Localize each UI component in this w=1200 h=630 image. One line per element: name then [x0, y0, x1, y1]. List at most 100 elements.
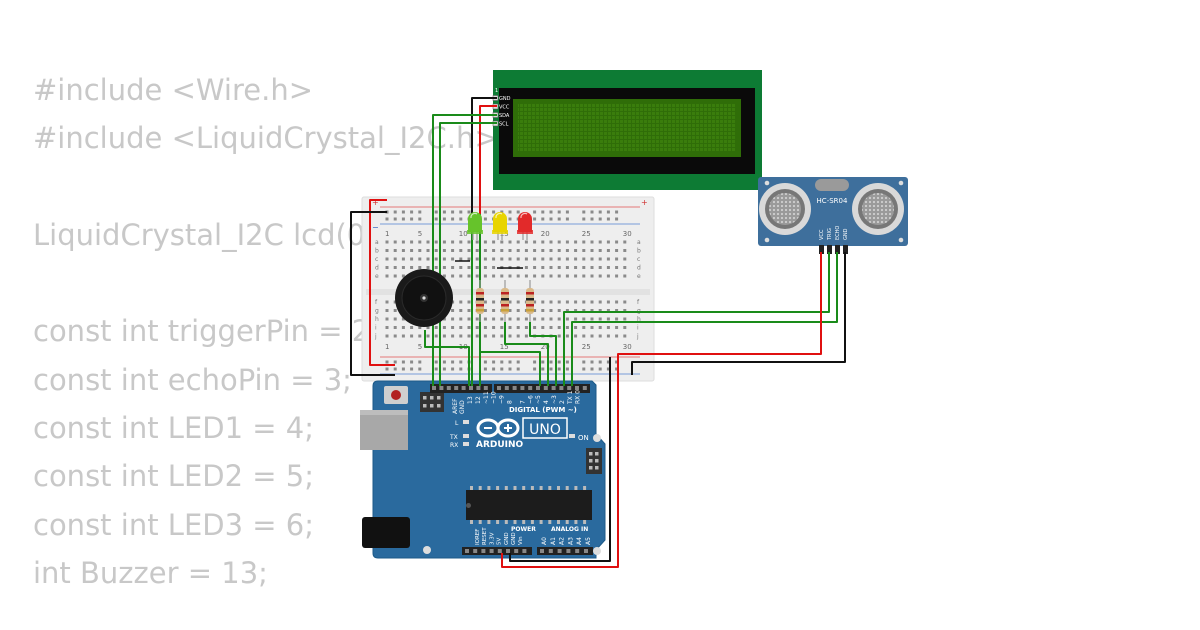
breadboard-hole [385, 360, 389, 364]
breadboard-hole [557, 317, 561, 321]
column-label: 30 [623, 230, 632, 238]
breadboard-hole [459, 217, 463, 221]
breadboard-hole [434, 360, 438, 364]
breadboard-hole [393, 367, 397, 371]
breadboard-hole [467, 309, 471, 312]
header-pin [465, 549, 469, 553]
header-pin [514, 549, 519, 553]
breadboard-hole [418, 360, 422, 364]
breadboard-hole [418, 210, 422, 214]
header-pin [469, 386, 473, 390]
breadboard-hole [565, 367, 569, 371]
resistor-group [476, 280, 534, 322]
breadboard-hole [623, 326, 627, 329]
breadboard-hole [582, 317, 586, 321]
breadboard-hole [434, 257, 438, 261]
header-pin [582, 386, 587, 390]
breadboard-hole [508, 257, 512, 261]
breadboard-hole [500, 360, 504, 364]
breadboard-hole [533, 217, 537, 221]
breadboard-hole [549, 274, 553, 278]
column-label: 1 [385, 343, 389, 351]
breadboard-hole [533, 210, 537, 214]
breadboard-hole [574, 266, 578, 269]
column-label: 20 [541, 230, 550, 238]
power-label: POWER [511, 526, 536, 533]
gnd-label: GND [459, 400, 466, 414]
breadboard-hole [492, 240, 496, 244]
breadboard-hole [541, 326, 545, 329]
header-pin [522, 549, 527, 553]
breadboard-hole [451, 217, 455, 221]
wire-buzzer [424, 330, 470, 386]
breadboard-hole [582, 309, 586, 312]
header-pin [489, 549, 494, 553]
breadboard-hole [508, 249, 512, 252]
breadboard-hole [483, 367, 487, 371]
breadboard-hole [533, 266, 537, 269]
breadboard-hole [410, 266, 414, 269]
breadboard-hole [557, 217, 561, 221]
breadboard-hole [606, 257, 610, 261]
breadboard-hole [459, 367, 463, 371]
breadboard-hole [574, 309, 578, 312]
breadboard-hole [459, 240, 463, 244]
breadboard-hole [508, 210, 512, 214]
led-yellow [492, 212, 508, 240]
breadboard-hole [393, 334, 397, 338]
sensor-pin [827, 245, 832, 254]
breadboard-hole [582, 274, 586, 278]
breadboard-hole [590, 300, 594, 304]
breadboard-hole [467, 240, 471, 244]
breadboard-hole [615, 217, 619, 221]
breadboard-hole [590, 367, 594, 371]
breadboard-hole [565, 210, 569, 214]
breadboard-hole [598, 274, 602, 278]
wire-led-green [479, 322, 541, 386]
breadboard-hole [516, 334, 520, 338]
breadboard-hole [533, 257, 537, 261]
breadboard-hole [549, 326, 553, 329]
breadboard-hole [393, 274, 397, 278]
digital-label: DIGITAL (PWM ~) [509, 406, 577, 414]
sensor-pin-label: TRIG [827, 228, 833, 241]
breadboard-hole [401, 317, 405, 321]
breadboard-hole [623, 334, 627, 338]
breadboard-hole [459, 334, 463, 338]
breadboard-hole [385, 334, 389, 338]
sensor-pin [843, 245, 848, 254]
breadboard-hole [524, 317, 528, 321]
breadboard-hole [533, 309, 537, 312]
row-label: j [374, 333, 377, 340]
wire-sensor-echo [571, 252, 838, 386]
breadboard-hole [393, 240, 397, 244]
breadboard-hole [483, 210, 487, 214]
breadboard-hole [549, 266, 553, 269]
breadboard-hole [500, 249, 504, 252]
breadboard-hole [541, 249, 545, 252]
breadboard-hole [549, 217, 553, 221]
breadboard-hole [508, 317, 512, 321]
breadboard-hole [615, 240, 619, 244]
breadboard-hole [533, 360, 537, 364]
breadboard-hole [442, 360, 446, 364]
breadboard-hole [541, 257, 545, 261]
breadboard-hole [606, 240, 610, 244]
breadboard-hole [434, 266, 438, 269]
row-label: c [637, 256, 640, 263]
header-pin [567, 386, 572, 390]
wire-sensor-trig [563, 252, 830, 386]
breadboard-hole [393, 210, 397, 214]
digital-pin-label: 12 [475, 396, 482, 404]
breadboard-hole [557, 334, 561, 338]
header-pin [557, 549, 562, 553]
power-pin-label: 3.3V [489, 532, 495, 545]
column-label: 10 [459, 230, 468, 238]
breadboard-hole [557, 257, 561, 261]
breadboard-hole [401, 334, 405, 338]
breadboard-hole [385, 249, 389, 252]
breadboard-hole [598, 367, 602, 371]
resistor [476, 280, 484, 322]
breadboard-hole [385, 317, 389, 321]
wire-led-yellow [504, 322, 549, 386]
